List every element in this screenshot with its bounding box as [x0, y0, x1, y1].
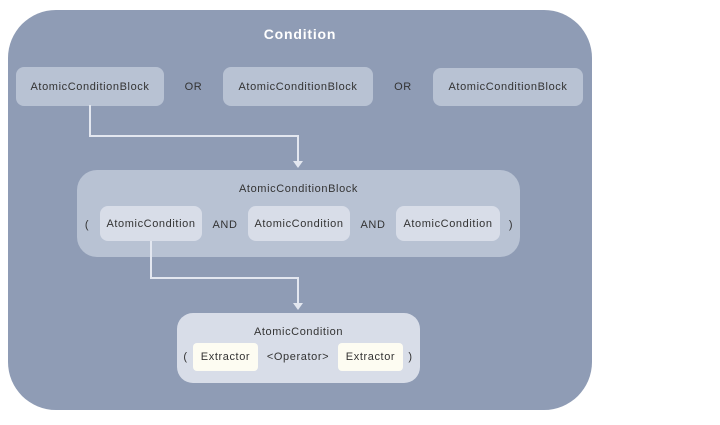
open-paren-condition: ( — [183, 351, 188, 363]
close-paren-condition: ) — [408, 351, 413, 363]
extractor-node-left: Extractor — [193, 343, 258, 371]
atomic-condition-block-node-3: AtomicConditionBlock — [433, 68, 583, 106]
atomic-condition-node-1: AtomicCondition — [100, 206, 202, 241]
atomic-condition-detail-title: AtomicCondition — [253, 326, 344, 338]
connector-2-segment — [150, 241, 152, 279]
arrowhead-down-icon — [293, 303, 303, 310]
atomic-condition-block-detail-title: AtomicConditionBlock — [239, 183, 358, 195]
open-paren-block: ( — [84, 219, 90, 231]
connector-1-segment — [89, 105, 91, 137]
and-separator-2: AND — [360, 219, 386, 231]
connector-1-segment — [297, 135, 299, 163]
or-separator-2: OR — [394, 81, 412, 93]
arrowhead-down-icon — [293, 161, 303, 168]
atomic-condition-node-3: AtomicCondition — [396, 206, 500, 241]
connector-2-segment — [297, 277, 299, 305]
operator-placeholder: <Operator> — [266, 351, 330, 363]
extractor-node-right: Extractor — [338, 343, 403, 371]
connector-1-segment — [89, 135, 299, 137]
or-separator-1: OR — [184, 81, 203, 93]
atomic-condition-node-2: AtomicCondition — [248, 206, 350, 241]
condition-title: Condition — [263, 26, 337, 42]
connector-2-segment — [150, 277, 299, 279]
close-paren-block: ) — [508, 219, 514, 231]
and-separator-1: AND — [212, 219, 238, 231]
atomic-condition-block-node-1: AtomicConditionBlock — [16, 67, 164, 106]
atomic-condition-block-node-2: AtomicConditionBlock — [223, 67, 373, 106]
